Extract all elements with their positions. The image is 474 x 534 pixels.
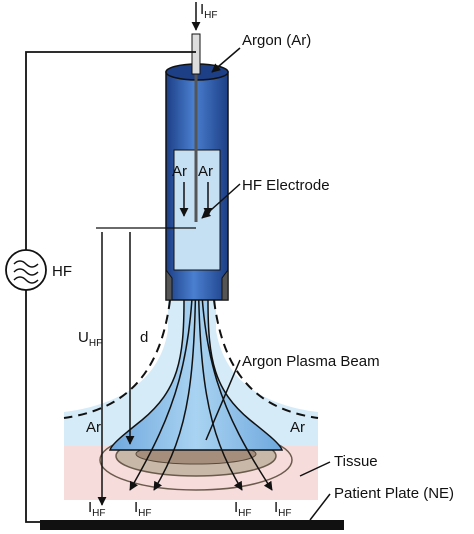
plasma-leader (205, 359, 241, 441)
label-ihf-3: IHF (234, 499, 252, 519)
hf-wave-1 (13, 260, 39, 268)
label-hf-electrode: HF Electrode (242, 177, 330, 194)
tissue-leader (299, 461, 331, 477)
label-distance: d (140, 329, 148, 346)
label-argon: Argon (Ar) (242, 32, 311, 49)
electrode-leader (201, 183, 241, 219)
label-ar-left-top: Ar (172, 163, 187, 180)
label-tissue: Tissue (334, 453, 378, 470)
label-ihf-2: IHF (134, 499, 152, 519)
patient-plate (40, 520, 344, 530)
label-ar-right-top: Ar (198, 163, 213, 180)
label-ihf-4: IHF (274, 499, 292, 519)
argon-leader (211, 47, 241, 73)
label-patient-plate: Patient Plate (NE) (334, 485, 454, 502)
label-ar-right-bottom: Ar (290, 419, 305, 436)
label-ihf-1: IHF (88, 499, 106, 519)
label-hf-source: HF (52, 263, 72, 280)
hf-wave-2 (13, 268, 39, 276)
argon-flow-left (63, 299, 171, 419)
plate-leader (309, 493, 331, 521)
label-current-in: IHF (200, 1, 218, 21)
label-plasma-beam: Argon Plasma Beam (242, 353, 380, 370)
label-ar-left-bottom: Ar (86, 419, 101, 436)
hf-wave-3 (13, 276, 39, 284)
applicator-nozzle-r (221, 268, 229, 301)
argon-flow-right (213, 299, 319, 419)
label-voltage: UHF (78, 329, 102, 349)
electrode-top (191, 33, 201, 75)
hf-source (5, 249, 47, 291)
applicator-nozzle (165, 268, 173, 301)
